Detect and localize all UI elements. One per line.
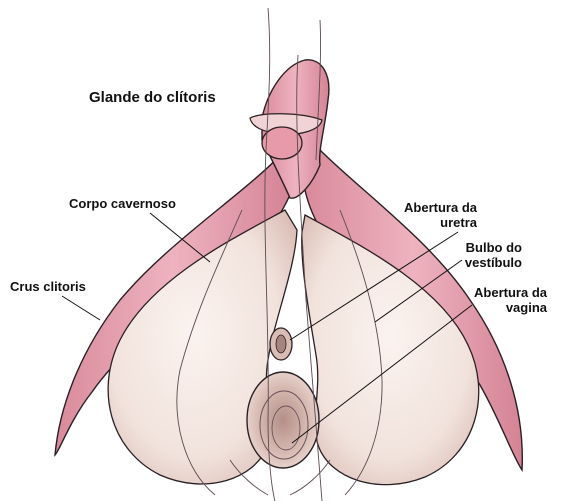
label-corpus: Corpo cavernoso bbox=[69, 196, 176, 211]
leader-crus bbox=[62, 296, 100, 320]
label-bulb: Bulbo do vestíbulo bbox=[430, 240, 522, 270]
label-glans: Glande do clítoris bbox=[89, 90, 216, 105]
label-urethra-line1: Abertura da bbox=[385, 200, 477, 215]
glans-shape bbox=[262, 127, 302, 159]
label-vagina-line1: Abertura da bbox=[455, 285, 547, 300]
label-crus: Crus clitoris bbox=[10, 279, 86, 294]
label-bulb-line1: Bulbo do bbox=[430, 240, 522, 255]
label-urethra: Abertura da uretra bbox=[385, 200, 477, 230]
label-urethra-line2: uretra bbox=[385, 215, 477, 230]
label-vagina: Abertura da vagina bbox=[455, 285, 547, 315]
label-vagina-line2: vagina bbox=[455, 300, 547, 315]
label-bulb-line2: vestíbulo bbox=[430, 255, 522, 270]
